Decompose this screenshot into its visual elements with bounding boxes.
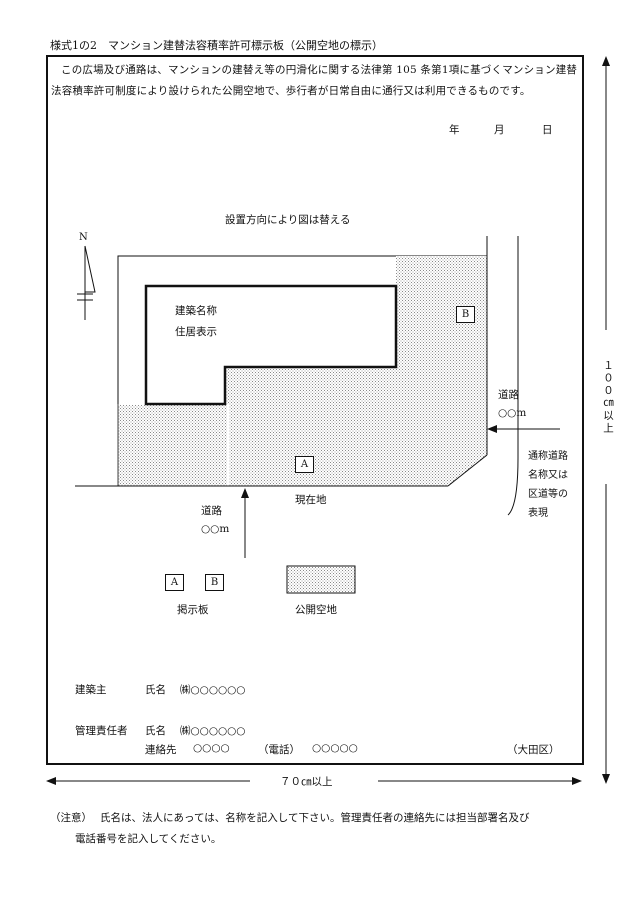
form-title: 様式1の2 マンション建替法容積率許可標示板（公開空地の標示） [50, 39, 383, 52]
road-name-note-2: 名称又は [528, 470, 568, 481]
legend-open-space-swatch [286, 565, 356, 594]
date-month: 月 [494, 124, 505, 136]
marker-a: A [295, 456, 314, 473]
road-bottom-label: 道路 [201, 505, 222, 517]
height-dimension: １００㎝以上 [602, 360, 614, 435]
intro-text: この広場及び通路は、マンションの建替え等の円滑化に関する法律第 105 条第1項… [51, 64, 578, 97]
open-space-area [118, 256, 487, 486]
road-bottom-width: ○○m [201, 523, 230, 535]
building-outline [144, 284, 398, 406]
owner-name-value: ㈱○○○○○○ [180, 684, 246, 696]
legend-open-space-label: 公開空地 [295, 604, 337, 616]
manager-ward: （大田区） [507, 744, 560, 756]
road-name-note-4: 表現 [528, 508, 548, 519]
road-right-label: 道路 [498, 389, 519, 401]
manager-name-label: 氏名 [145, 725, 166, 737]
building-name: 建築名称 [175, 305, 217, 317]
owner-role: 建築主 [75, 684, 107, 696]
road-name-note-1: 通称道路 [528, 451, 568, 462]
road-name-note-3: 区道等の [528, 489, 568, 500]
width-dimension: ７０㎝以上 [280, 776, 333, 788]
date-year: 年 [449, 124, 460, 136]
manager-role: 管理責任者 [75, 725, 128, 737]
north-label: N [79, 232, 88, 243]
sign-frame [46, 55, 584, 765]
footer-note-line2: 電話番号を記入してください。 [75, 833, 222, 845]
address-label: 住居表示 [175, 326, 217, 338]
date-day: 日 [542, 124, 553, 136]
road-corner-edge [447, 454, 488, 487]
manager-phone-value: ○○○○○ [312, 742, 358, 754]
footer-note-label: （注意） [50, 812, 92, 824]
manager-phone-label: （電話） [258, 744, 300, 756]
road-right-width: ○○m [498, 407, 527, 419]
manager-contact-label: 連絡先 [145, 744, 177, 756]
current-location-label: 現在地 [295, 494, 327, 506]
manager-name-value: ㈱○○○○○○ [180, 725, 246, 737]
legend-sign-label: 掲示板 [177, 604, 209, 616]
legend-marker-b: B [205, 574, 224, 591]
marker-b: B [456, 306, 475, 323]
owner-name-label: 氏名 [145, 684, 166, 696]
legend-marker-a: A [165, 574, 184, 591]
road-far-edge [507, 236, 519, 516]
footer-note-line1: 氏名は、法人にあっては、名称を記入して下さい。管理責任者の連絡先には担当部署名及… [100, 812, 530, 824]
manager-contact-value: ○○○○ [193, 742, 230, 754]
direction-note: 設置方向により図は替える [225, 214, 351, 226]
